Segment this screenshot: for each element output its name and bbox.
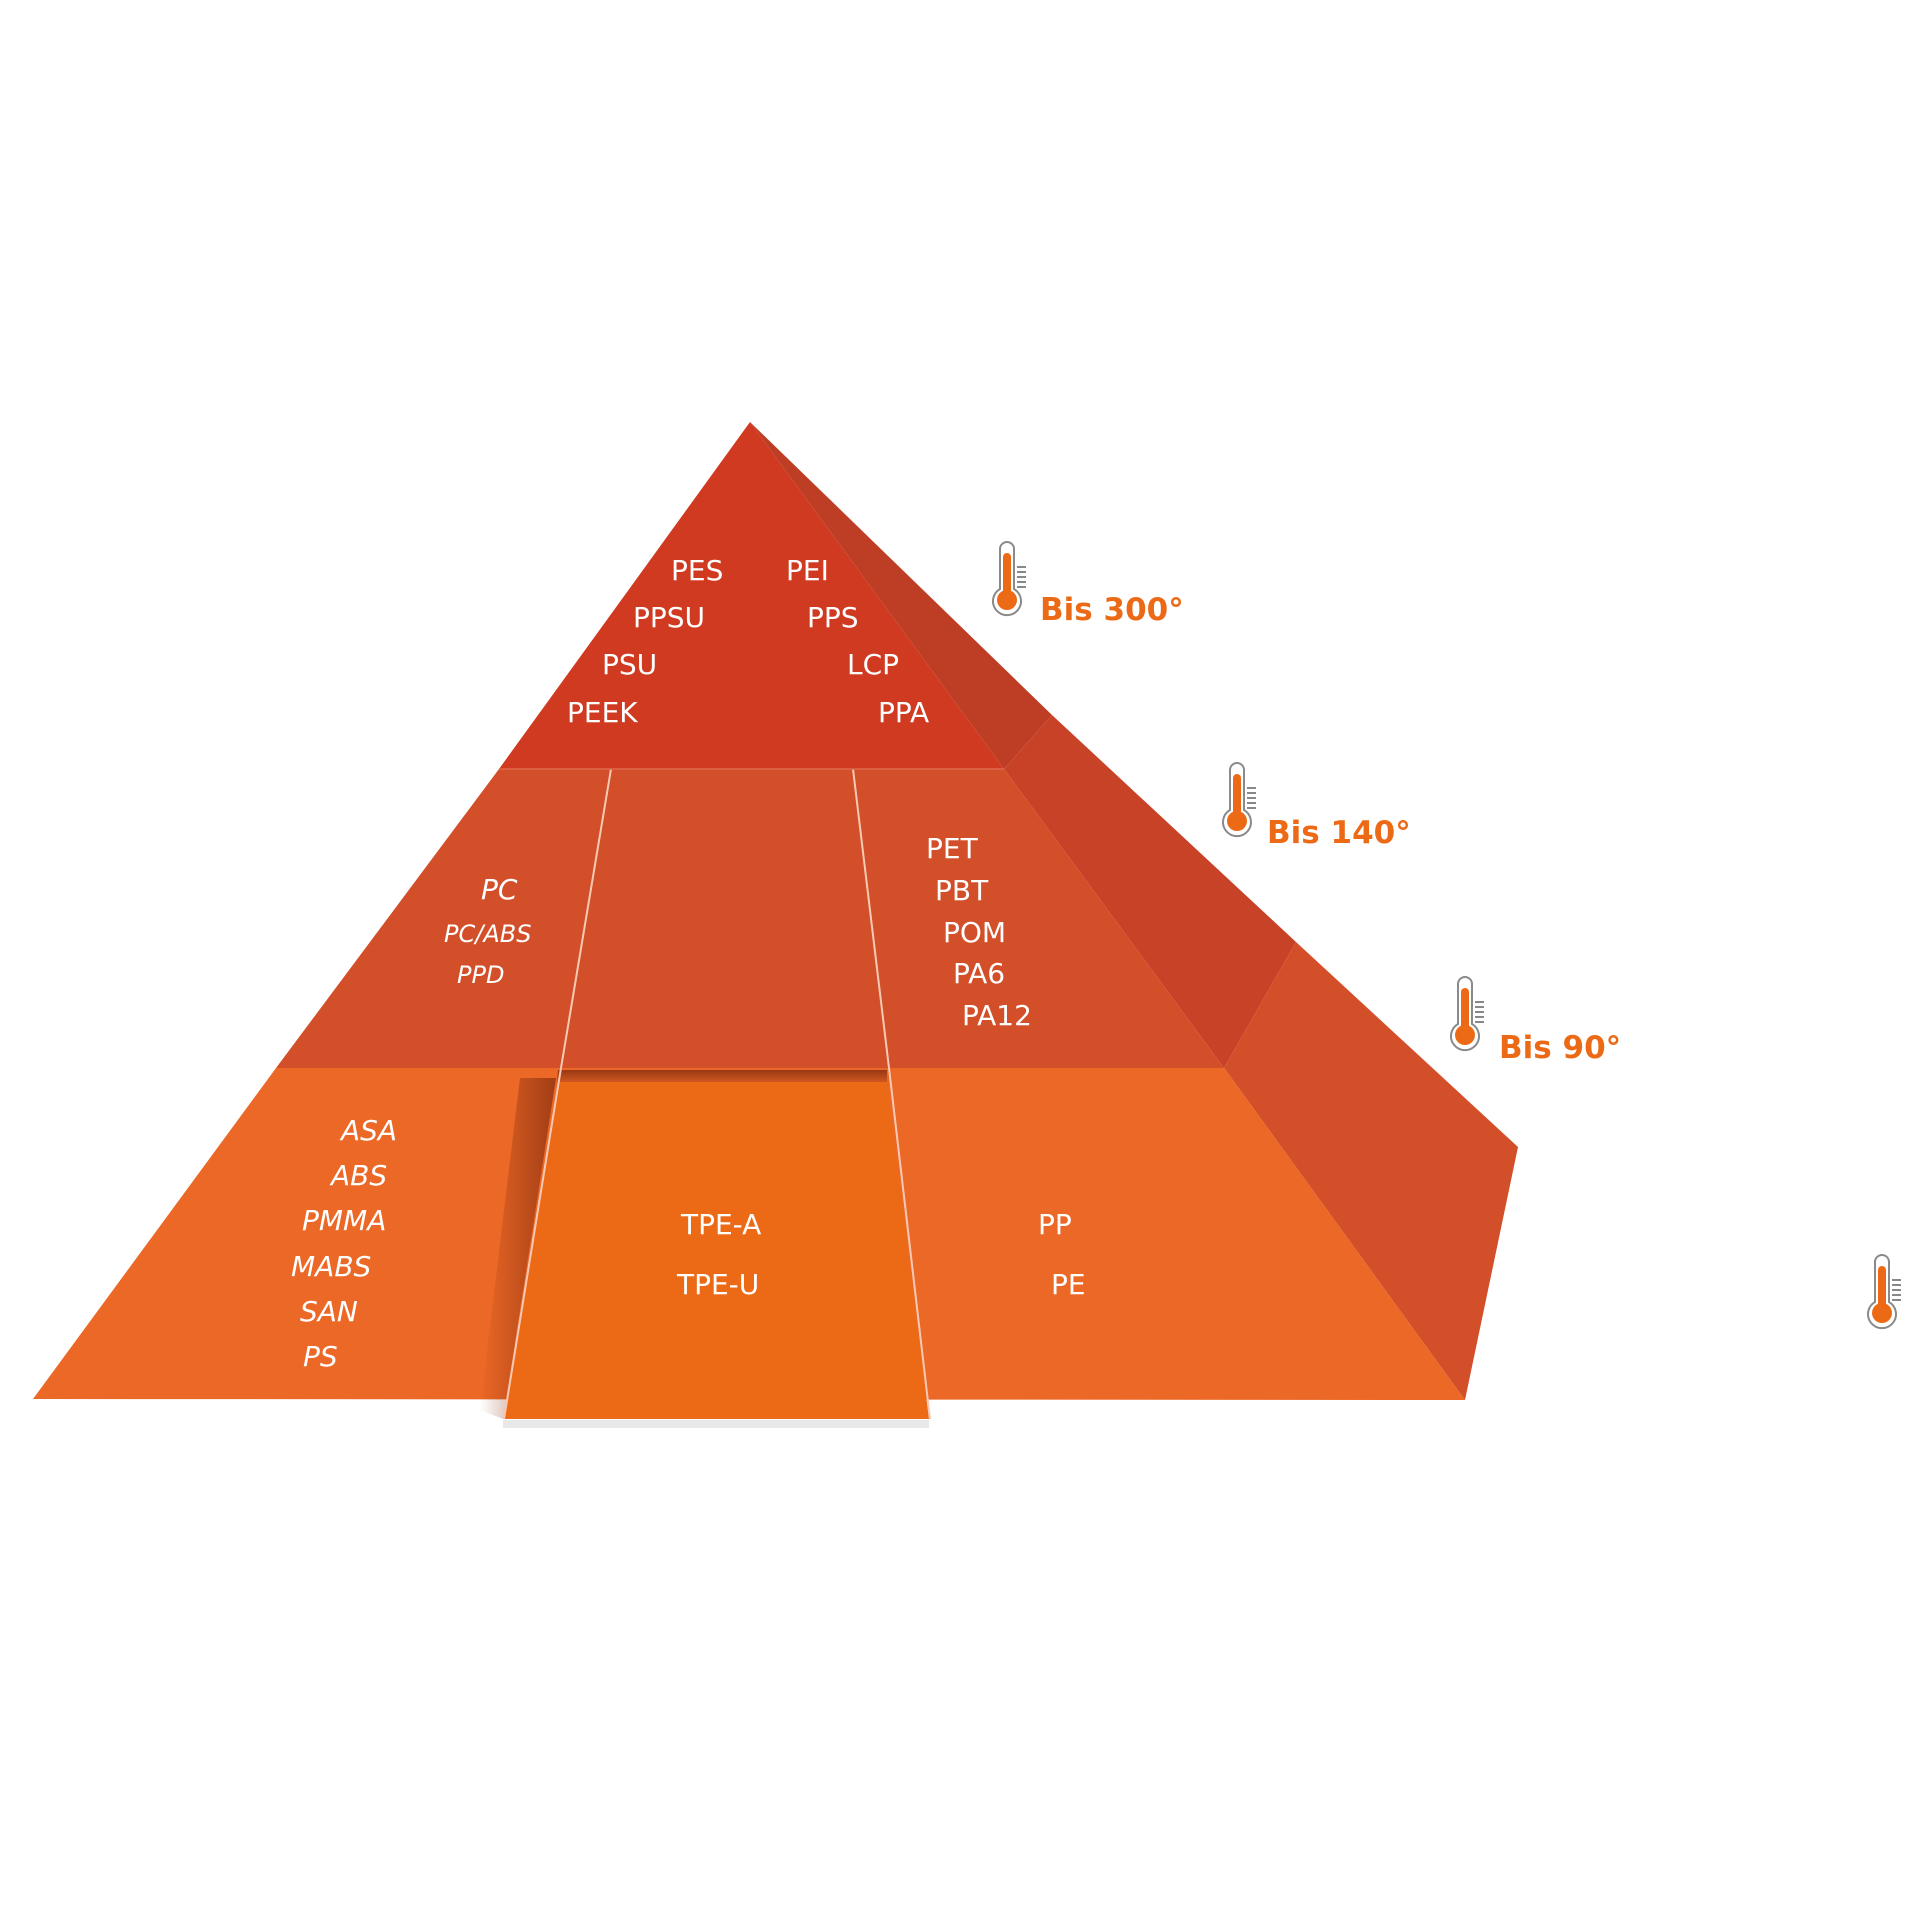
temperature-indicator-extra [1867, 1254, 1902, 1330]
material-label: PC [481, 873, 518, 906]
middle-tier-left-materials: PC PC/ABS PPD [444, 873, 531, 989]
material-label: PPA [878, 696, 929, 729]
bottom-tier-center-materials: TPE-A TPE-U [676, 1208, 761, 1301]
material-label: PS [303, 1340, 338, 1373]
material-label: ABS [329, 1159, 387, 1192]
material-label: SAN [300, 1295, 358, 1328]
bottom-column-divider-right [888, 1067, 931, 1420]
top-tier-side-face [750, 422, 1052, 769]
temperature-indicator-140: Bis 140° [1222, 762, 1411, 851]
material-label: PA6 [953, 957, 1005, 990]
material-label: PE [1051, 1268, 1086, 1301]
material-label: LCP [847, 648, 899, 681]
thermometer-icon [1867, 1254, 1902, 1330]
material-label: PA12 [962, 999, 1032, 1032]
temperature-indicator-300: Bis 300° [992, 541, 1184, 628]
material-label: PES [671, 554, 723, 587]
material-label: PPD [457, 961, 504, 989]
bottom-tier-left-materials: ASA ABS PMMA MABS SAN PS [291, 1114, 397, 1373]
bottom-tier-right-materials: PP PE [1038, 1208, 1086, 1301]
middle-tier-right-materials: PET PBT POM PA6 PA12 [926, 832, 1032, 1032]
thermometer-icon [1222, 762, 1257, 838]
thermometer-icon [1450, 976, 1485, 1052]
material-label: TPE-U [676, 1268, 759, 1301]
top-tier-left-materials: PES PPSU PSU PEEK [567, 554, 723, 729]
material-label: PPS [807, 601, 859, 634]
material-label: PPSU [633, 601, 705, 634]
top-tier-right-materials: PEI PPS LCP PPA [786, 554, 929, 729]
middle-column-divider-left [560, 768, 612, 1069]
material-label: PEI [786, 554, 829, 587]
material-label: PC/ABS [444, 920, 531, 948]
tpe-panel-shadow-left [480, 1078, 556, 1419]
temperature-label: Bis 300° [1040, 592, 1184, 628]
material-label: PSU [602, 648, 657, 681]
material-label: PEEK [567, 696, 638, 729]
temperature-label: Bis 140° [1267, 815, 1411, 851]
bottom-tier-side-face [1224, 942, 1518, 1400]
tpe-front-panel [503, 1082, 929, 1419]
material-label: TPE-A [680, 1208, 761, 1241]
material-label: MABS [291, 1250, 371, 1283]
temperature-indicator-90: Bis 90° [1450, 976, 1621, 1066]
material-label: PMMA [302, 1204, 386, 1237]
bottom-column-divider-left [503, 1067, 562, 1420]
middle-tier-side-face [1004, 715, 1296, 1068]
middle-tier-front-face [276, 769, 1224, 1068]
tpe-panel-shadow-bottom [503, 1420, 929, 1428]
material-label: PBT [935, 874, 989, 907]
thermometer-icon [992, 541, 1027, 617]
temperature-label: Bis 90° [1499, 1030, 1621, 1066]
material-label: PP [1038, 1208, 1072, 1241]
middle-column-divider-right [852, 768, 890, 1069]
top-tier-front-face [499, 422, 1004, 769]
material-label: ASA [339, 1114, 397, 1147]
material-label: POM [943, 916, 1006, 949]
material-label: PET [926, 832, 979, 865]
